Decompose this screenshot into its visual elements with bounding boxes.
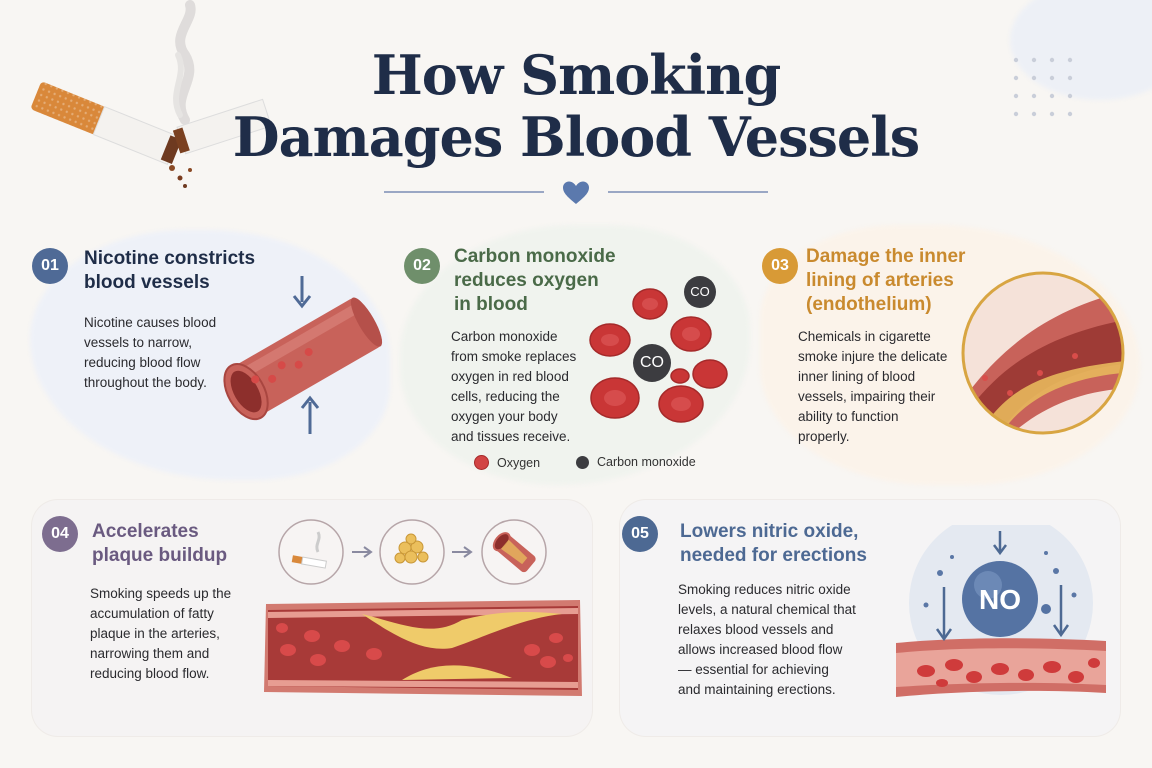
card-05-body-line: and maintaining erections. — [678, 682, 836, 697]
card-01-body-line: throughout the body. — [84, 375, 207, 390]
card-02-title-line: in blood — [454, 294, 528, 315]
card-03-title-line: Damage the inner — [806, 246, 966, 267]
card-03-body-line: properly. — [798, 429, 850, 444]
legend-oxygen: Oxygen — [474, 455, 540, 470]
title-divider-right — [608, 191, 768, 193]
card-03-title-line: (endothelium) — [806, 294, 932, 315]
arrow-right-icon — [452, 546, 473, 558]
card-01-body-line: vessels to narrow, — [84, 335, 193, 350]
card-01-body-line: Nicotine causes blood — [84, 315, 217, 330]
card-02-body: Carbon monoxide from smoke replaces oxyg… — [451, 327, 576, 447]
card-05-body-line: levels, a natural chemical that — [678, 602, 856, 617]
damaged-artery-illustration — [961, 271, 1125, 435]
co-label-small: CO — [690, 284, 710, 299]
card-04-title-line: plaque buildup — [92, 545, 228, 566]
oxygen-dot — [474, 455, 489, 470]
arrow-up-icon — [300, 395, 320, 434]
card-05-number: 05 — [622, 516, 658, 552]
plaque-artery-illustration — [264, 600, 582, 696]
card-04-body-line: Smoking speeds up the — [90, 586, 232, 601]
red-blood-cells-illustration — [589, 276, 728, 423]
card-04-title: Accelerates plaque buildup — [92, 520, 227, 568]
card-02-number: 02 — [404, 248, 440, 284]
bg-blob-green — [400, 225, 750, 485]
carbon-monoxide-dot — [576, 455, 589, 469]
card-01-body: Nicotine causes blood vessels to narrow,… — [84, 313, 216, 393]
card-03-number: 03 — [762, 248, 798, 284]
card-02-body-line: from smoke replaces — [451, 349, 577, 364]
legend-carbon-monoxide: Carbon monoxide — [576, 455, 696, 469]
card-05-title: Lowers nitric oxide, needed for erection… — [680, 520, 867, 568]
co-label-large: CO — [640, 354, 664, 371]
card-03-body-line: Chemicals in cigarette — [798, 329, 931, 344]
arrow-down-icon — [292, 276, 312, 309]
card-01-title: Nicotine constricts blood vessels — [84, 247, 255, 295]
cigarette-small-icon — [291, 531, 328, 569]
page-title: How Smoking Damages Blood Vessels — [220, 44, 932, 168]
title-line-1: How Smoking — [371, 43, 781, 107]
card-02-title: Carbon monoxide reduces oxygen in blood — [454, 245, 616, 317]
card-03-body-line: ability to function — [798, 409, 899, 424]
card-01-title-line: blood vessels — [84, 272, 210, 293]
title-divider-left — [384, 191, 544, 193]
no-label: NO — [979, 584, 1021, 615]
card-04-body-line: accumulation of fatty — [90, 606, 214, 621]
card-05-title-line: Lowers nitric oxide, — [680, 521, 859, 542]
card-01-title-line: Nicotine constricts — [84, 248, 256, 269]
plaque-process-icons — [278, 519, 547, 585]
card-01-number: 01 — [32, 248, 68, 284]
decorative-dots — [1013, 57, 1073, 117]
card-02-body-line: cells, reducing the — [451, 389, 560, 404]
card-04-body-line: narrowing them and — [90, 646, 210, 661]
arrow-down-icon — [935, 531, 1070, 642]
card-04-body-line: reducing blood flow. — [90, 666, 210, 681]
card-02-body-line: and tissues receive. — [451, 429, 571, 444]
cigarette-icon — [31, 0, 272, 188]
card-02-body-line: oxygen your body — [451, 409, 558, 424]
legend-carbon-monoxide-label: Carbon monoxide — [597, 455, 696, 469]
card-03-body-line: smoke injure the delicate — [798, 349, 948, 364]
card-04-number: 04 — [42, 516, 78, 552]
constricted-vessel-illustration — [223, 276, 383, 434]
heart-icon — [563, 181, 589, 204]
arrow-right-icon — [352, 546, 373, 558]
card-04-body-line: plaque in the arteries, — [90, 626, 220, 641]
card-02-title-line: Carbon monoxide — [454, 246, 616, 267]
card-03-body-line: inner lining of blood — [798, 369, 916, 384]
card-05-body-line: Smoking reduces nitric oxide — [678, 582, 851, 597]
card-05-body: Smoking reduces nitric oxide levels, a n… — [678, 580, 856, 700]
card-05-body-line: allows increased blood flow — [678, 642, 843, 657]
card-03-title: Damage the inner lining of arteries (end… — [806, 245, 965, 317]
card-03-title-line: lining of arteries — [806, 270, 954, 291]
card-04-title-line: Accelerates — [92, 521, 199, 542]
card-03-body: Chemicals in cigarette smoke injure the … — [798, 327, 947, 447]
nitric-oxide-illustration — [896, 525, 1106, 697]
legend-oxygen-label: Oxygen — [497, 455, 541, 470]
card-05-body-line: — essential for achieving — [678, 662, 829, 677]
card-02-body-line: oxygen in red blood — [451, 369, 569, 384]
card-05-title-line: needed for erections — [680, 545, 867, 566]
card-03-body-line: vessels, impairing their — [798, 389, 936, 404]
card-02-body-line: Carbon monoxide — [451, 329, 558, 344]
card-05-body-line: relaxes blood vessels and — [678, 622, 834, 637]
card-01-body-line: reducing blood flow — [84, 355, 201, 370]
title-line-2: Damages Blood Vessels — [232, 105, 920, 169]
card-04-body: Smoking speeds up the accumulation of fa… — [90, 584, 231, 684]
card-02-title-line: reduces oxygen — [454, 270, 599, 291]
